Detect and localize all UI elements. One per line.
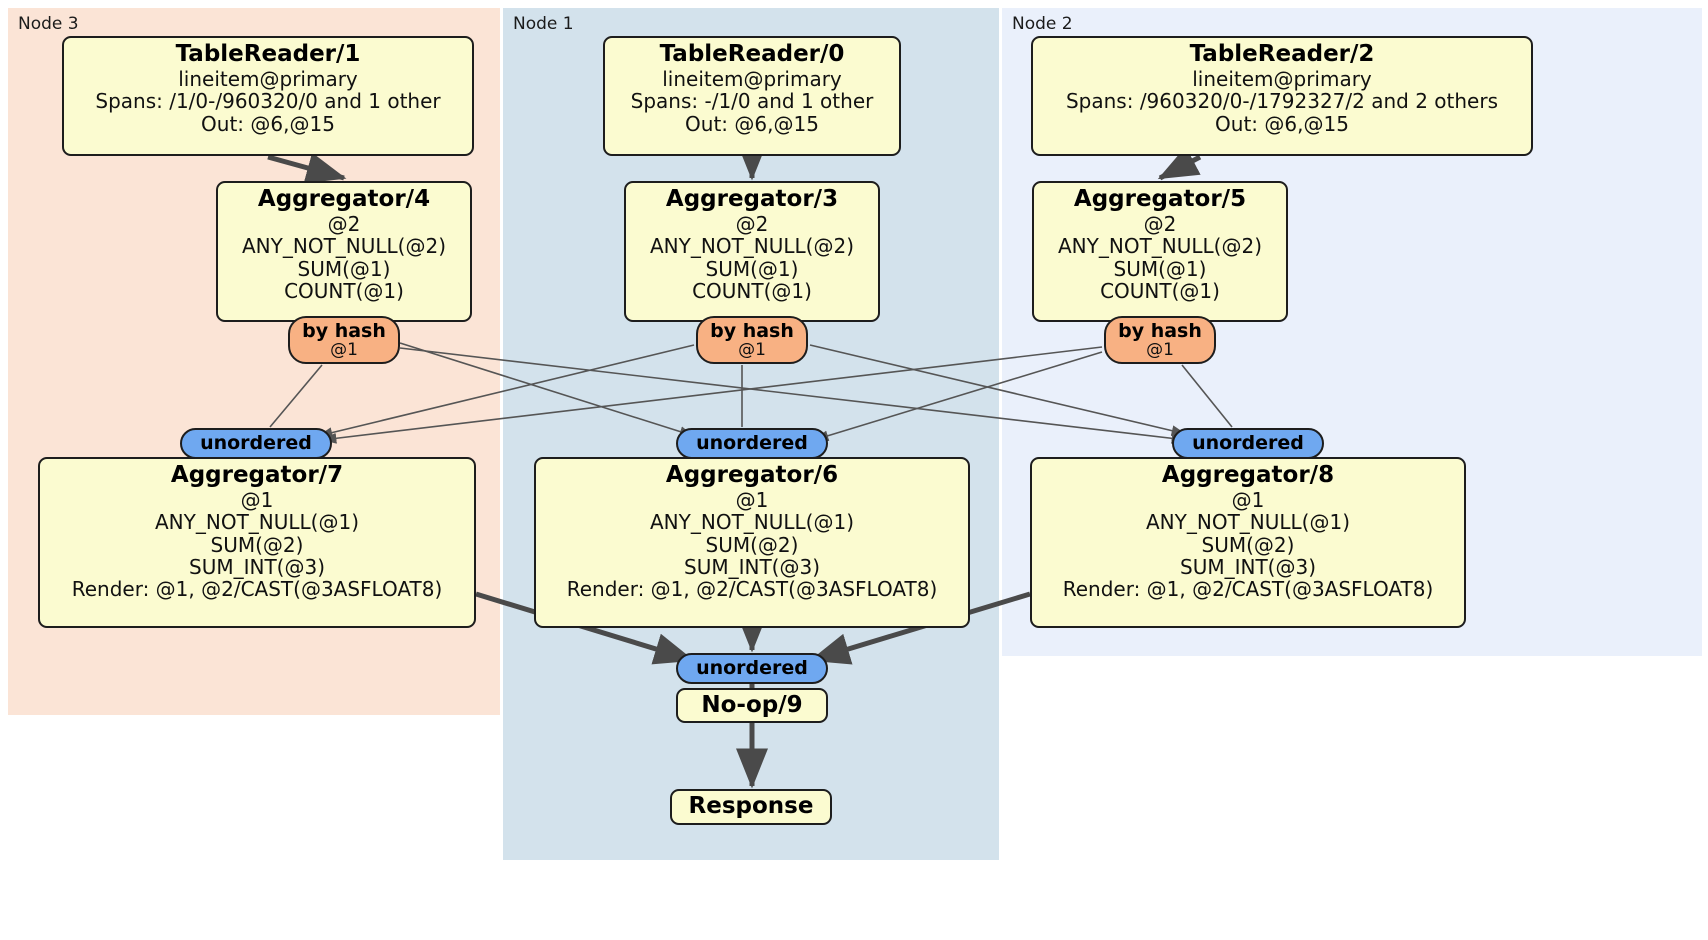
box-detail-line: SUM(@2) <box>1201 532 1295 557</box>
box-detail-line: Out: @6,@15 <box>1215 111 1349 136</box>
box-detail-line: SUM_INT(@3) <box>189 554 325 579</box>
node-panel-label: Node 2 <box>1012 14 1073 34</box>
box-title: Aggregator/4 <box>257 186 431 212</box>
node-panel-label: Node 3 <box>18 14 79 34</box>
box-title: TableReader/0 <box>659 41 845 67</box>
box-detail-line: SUM(@1) <box>297 256 391 281</box>
box-detail-line: COUNT(@1) <box>692 278 812 303</box>
box-detail-line: SUM(@2) <box>210 532 304 557</box>
box-title: Response <box>688 793 814 820</box>
unordered-synchronizer-8[interactable]: unordered <box>1172 428 1324 459</box>
box-title: TableReader/2 <box>1189 41 1375 67</box>
box-title: Aggregator/8 <box>1161 462 1335 488</box>
box-title: TableReader/1 <box>175 41 361 67</box>
pill-sublabel: @1 <box>330 340 358 361</box>
by-hash-router-3[interactable]: by hash@1 <box>696 316 808 364</box>
box-detail-line: COUNT(@1) <box>1100 278 1220 303</box>
by-hash-router-5[interactable]: by hash@1 <box>1104 316 1216 364</box>
box-detail-line: @2 <box>1143 211 1177 236</box>
box-detail-line: Out: @6,@15 <box>685 111 819 136</box>
pill-sublabel: @1 <box>738 340 766 361</box>
box-detail-line: @1 <box>1231 487 1265 512</box>
unordered-synchronizer-7[interactable]: unordered <box>180 428 332 459</box>
pill-label: by hash <box>302 319 386 342</box>
box-detail-line: SUM(@1) <box>1113 256 1207 281</box>
box-detail-line: ANY_NOT_NULL(@1) <box>1146 510 1350 535</box>
box-detail-line: Spans: -/1/0 and 1 other <box>630 89 874 114</box>
box-detail-line: Spans: /1/0-/960320/0 and 1 other <box>95 89 441 114</box>
box-detail-line: @2 <box>735 211 769 236</box>
box-detail-line: lineitem@primary <box>178 66 358 91</box>
box-detail-line: ANY_NOT_NULL(@1) <box>650 510 854 535</box>
pill-sublabel: @1 <box>1146 340 1174 361</box>
unordered-synchronizer-6[interactable]: unordered <box>676 428 828 459</box>
box-detail-line: lineitem@primary <box>662 66 842 91</box>
box-detail-line: ANY_NOT_NULL(@2) <box>650 234 854 259</box>
box-detail-line: @1 <box>735 487 769 512</box>
box-detail-line: ANY_NOT_NULL(@2) <box>242 234 446 259</box>
box-title: No-op/9 <box>701 691 803 718</box>
box-title: Aggregator/3 <box>665 186 839 212</box>
box-detail-line: lineitem@primary <box>1192 66 1372 91</box>
box-detail-line: Render: @1, @2/CAST(@3ASFLOAT8) <box>1062 577 1434 602</box>
box-detail-line: @2 <box>327 211 361 236</box>
no-op-9[interactable]: No-op/9 <box>676 688 828 723</box>
box-detail-line: ANY_NOT_NULL(@2) <box>1058 234 1262 259</box>
pill-label: unordered <box>200 432 312 455</box>
pill-label: unordered <box>1192 432 1304 455</box>
pill-label: unordered <box>696 657 808 680</box>
box-detail-line: Render: @1, @2/CAST(@3ASFLOAT8) <box>566 577 938 602</box>
box-detail-line: SUM_INT(@3) <box>684 554 820 579</box>
box-title: Aggregator/6 <box>665 462 839 488</box>
box-detail-line: SUM_INT(@3) <box>1180 554 1316 579</box>
node-panel-label: Node 1 <box>513 14 574 34</box>
box-detail-line: Spans: /960320/0-/1792327/2 and 2 others <box>1065 89 1498 114</box>
by-hash-router-4[interactable]: by hash@1 <box>288 316 400 364</box>
box-detail-line: ANY_NOT_NULL(@1) <box>155 510 359 535</box>
unordered-synchronizer-9[interactable]: unordered <box>676 653 828 684</box>
box-detail-line: Render: @1, @2/CAST(@3ASFLOAT8) <box>71 577 443 602</box>
box-detail-line: COUNT(@1) <box>284 278 404 303</box>
pill-label: by hash <box>1118 319 1202 342</box>
box-title: Aggregator/7 <box>170 462 344 488</box>
box-detail-line: SUM(@2) <box>705 532 799 557</box>
pill-label: by hash <box>710 319 794 342</box>
response-node[interactable]: Response <box>670 789 832 825</box>
box-title: Aggregator/5 <box>1073 186 1247 212</box>
pill-label: unordered <box>696 432 808 455</box>
box-detail-line: SUM(@1) <box>705 256 799 281</box>
box-detail-line: @1 <box>240 487 274 512</box>
box-detail-line: Out: @6,@15 <box>201 111 335 136</box>
